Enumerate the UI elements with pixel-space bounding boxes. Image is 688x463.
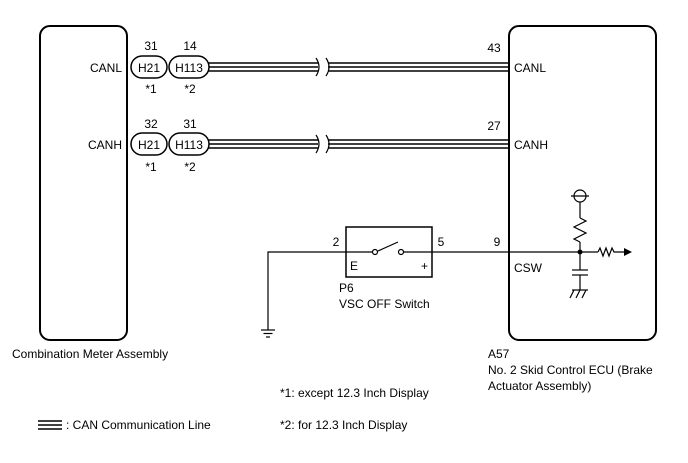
switch-name: VSC OFF Switch — [339, 297, 430, 311]
ecu-input-arrow — [624, 248, 632, 256]
connector-h21-canh-note: *1 — [145, 160, 157, 174]
legend-can-line-label: : CAN Communication Line — [66, 418, 211, 432]
ecu-canl-label: CANL — [514, 61, 546, 75]
note-1: *1: except 12.3 Inch Display — [280, 386, 429, 400]
switch-pin-right: 5 — [438, 235, 445, 249]
junction-dot — [577, 249, 583, 255]
ecu-csw-label: CSW — [514, 261, 543, 275]
connector-h21-canl-label: H21 — [138, 61, 160, 75]
ground-icon — [261, 329, 275, 338]
skid-control-ecu-box — [508, 25, 657, 341]
connector-h21-canh-label: H21 — [138, 138, 160, 152]
connector-h21-canh-pin: 32 — [144, 117, 158, 131]
connector-h113-canl-pin: 14 — [183, 39, 197, 53]
switch-terminal-e: E — [350, 259, 358, 273]
canh-break-mark — [315, 134, 330, 154]
canl-break-mark — [315, 57, 330, 77]
legend-can-line-symbol — [38, 420, 62, 430]
connector-h113-canl-label: H113 — [175, 61, 203, 75]
ecu-canl-pin: 43 — [487, 41, 501, 55]
connector-h113-canl-note: *2 — [184, 82, 196, 96]
connector-h113-canh-note: *2 — [184, 160, 196, 174]
ecu-input-resistor-icon — [597, 246, 624, 258]
switch-ground-wire — [267, 251, 346, 330]
resistor-icon — [572, 217, 588, 243]
switch-contact-left — [371, 248, 379, 256]
switch-terminal-plus: + — [421, 259, 428, 273]
ecu-name-line1: No. 2 Skid Control ECU (Brake — [488, 363, 653, 377]
canl-bus — [208, 62, 509, 72]
switch-lever — [377, 241, 399, 252]
connector-h113-canh-label: H113 — [175, 138, 203, 152]
note-2: *2: for 12.3 Inch Display — [280, 418, 407, 432]
connector-h21-canl-pin: 31 — [144, 39, 158, 53]
meter-name: Combination Meter Assembly — [12, 347, 168, 361]
ecu-csw-internal-circuit — [509, 189, 624, 299]
switch-pin-left: 2 — [333, 235, 340, 249]
ecu-code: A57 — [488, 347, 510, 361]
ecu-canh-pin: 27 — [487, 119, 501, 133]
meter-canh-label: CANH — [88, 138, 122, 152]
switch-code: P6 — [339, 281, 354, 295]
switch-contact-right — [397, 248, 405, 256]
connector-h113-canh-pin: 31 — [183, 117, 197, 131]
meter-canl-label: CANL — [90, 61, 122, 75]
connector-h113-canh — [168, 132, 210, 156]
connector-h113-canl — [168, 55, 210, 79]
connector-h21-canl — [130, 55, 168, 79]
ecu-csw-pin: 9 — [494, 235, 501, 249]
canh-bus — [208, 139, 509, 149]
chassis-ground-icon — [569, 289, 587, 299]
connector-h21-canh — [130, 132, 168, 156]
ecu-canh-label: CANH — [514, 138, 548, 152]
connector-h21-canl-note: *1 — [145, 82, 157, 96]
combination-meter-box — [39, 25, 128, 341]
ecu-name-line2: Actuator Assembly) — [488, 379, 591, 393]
